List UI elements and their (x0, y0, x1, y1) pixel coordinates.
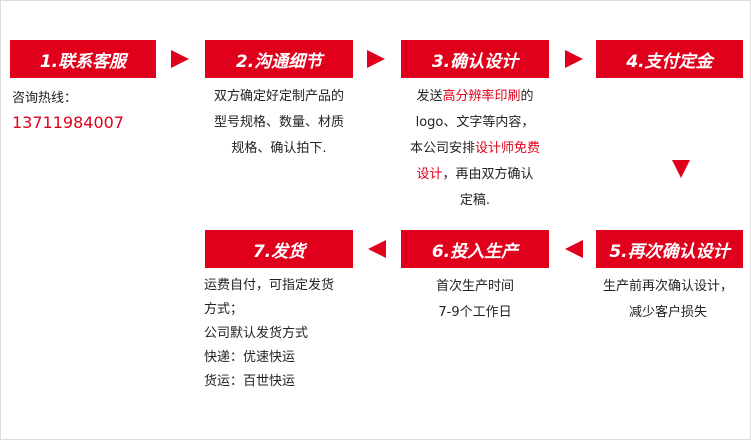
step-7-line-4: 快递：优速快运 (204, 350, 296, 365)
arrow-right-icon (171, 50, 189, 68)
arrow-right-icon (367, 50, 385, 68)
step-2-header: 2.沟通细节 (205, 40, 353, 78)
step-3-line-1: 发送高分辨率印刷的 (392, 84, 558, 110)
step-7-header: 7.发货 (205, 230, 353, 268)
step-7-line-1: 运费自付，可指定发货 (204, 278, 335, 293)
step-6-title: 6.投入生产 (431, 241, 519, 262)
step-6-header: 6.投入生产 (401, 230, 549, 268)
step-5-line-1: 生产前再次确认设计， (602, 279, 733, 294)
arrow-right-icon (565, 50, 583, 68)
step-3-line-1-a: 发送 (416, 89, 443, 104)
step-6-line-1: 首次生产时间 (435, 279, 514, 294)
step-3-line-4-b: ，再由双方确认 (442, 167, 534, 182)
arrow-left-icon (368, 240, 386, 258)
step-3-title: 3.确认设计 (431, 51, 519, 72)
step-7-content: 运费自付，可指定发货 方式； 公司默认发货方式 快递：优速快运 货运：百世快运 (204, 274, 334, 394)
step-3-line-1-c: 的 (520, 89, 534, 104)
arrow-down-icon (672, 160, 690, 178)
step-3-highlight-design: 设计 (416, 167, 443, 182)
step-2-title: 2.沟通细节 (235, 51, 323, 72)
step-2-line-1: 双方确定好定制产品的 (213, 89, 344, 104)
step-5-header: 5.再次确认设计 (596, 230, 743, 268)
step-5-title: 5.再次确认设计 (609, 241, 730, 262)
step-7-title: 7.发货 (252, 241, 306, 262)
step-6-line-2: 7-9个工作日 (438, 305, 512, 320)
step-3-line-2: logo、文字等内容， (415, 115, 535, 130)
step-3-line-5: 定稿. (459, 193, 491, 208)
step-3-highlight-resolution: 高分辨率印刷 (442, 89, 521, 104)
step-5-content: 生产前再次确认设计， 减少客户损失 (586, 274, 750, 326)
step-7-line-3: 公司默认发货方式 (204, 326, 309, 341)
step-1-header: 1.联系客服 (10, 40, 156, 78)
hotline-phone: 13711984007 (12, 113, 124, 132)
arrow-left-icon (565, 240, 583, 258)
step-6-content: 首次生产时间 7-9个工作日 (401, 274, 549, 326)
step-7-line-2: 方式； (204, 302, 244, 317)
step-3-header: 3.确认设计 (401, 40, 549, 78)
step-4-header: 4.支付定金 (596, 40, 743, 78)
step-5-line-2: 减少客户损失 (628, 305, 707, 320)
step-3-highlight-designer: 设计师免费 (475, 141, 541, 156)
step-1-title: 1.联系客服 (39, 51, 127, 72)
step-3-line-3-a: 本公司安排 (409, 141, 475, 156)
step-1-content: 咨询热线： 13711984007 (12, 86, 124, 134)
step-2-content: 双方确定好定制产品的 型号规格、数量、材质 规格、确认拍下. (205, 84, 353, 162)
step-4-title: 4.支付定金 (626, 51, 713, 72)
step-3-line-4: 设计，再由双方确认 (392, 162, 558, 188)
step-3-line-3: 本公司安排设计师免费 (392, 136, 558, 162)
step-7-line-5: 货运：百世快运 (204, 374, 296, 389)
hotline-label: 咨询热线： (12, 91, 78, 106)
step-2-line-2: 型号规格、数量、材质 (213, 115, 344, 130)
step-3-content: 发送高分辨率印刷的 logo、文字等内容， 本公司安排设计师免费 设计，再由双方… (392, 84, 558, 214)
step-2-line-3: 规格、确认拍下. (231, 141, 327, 156)
